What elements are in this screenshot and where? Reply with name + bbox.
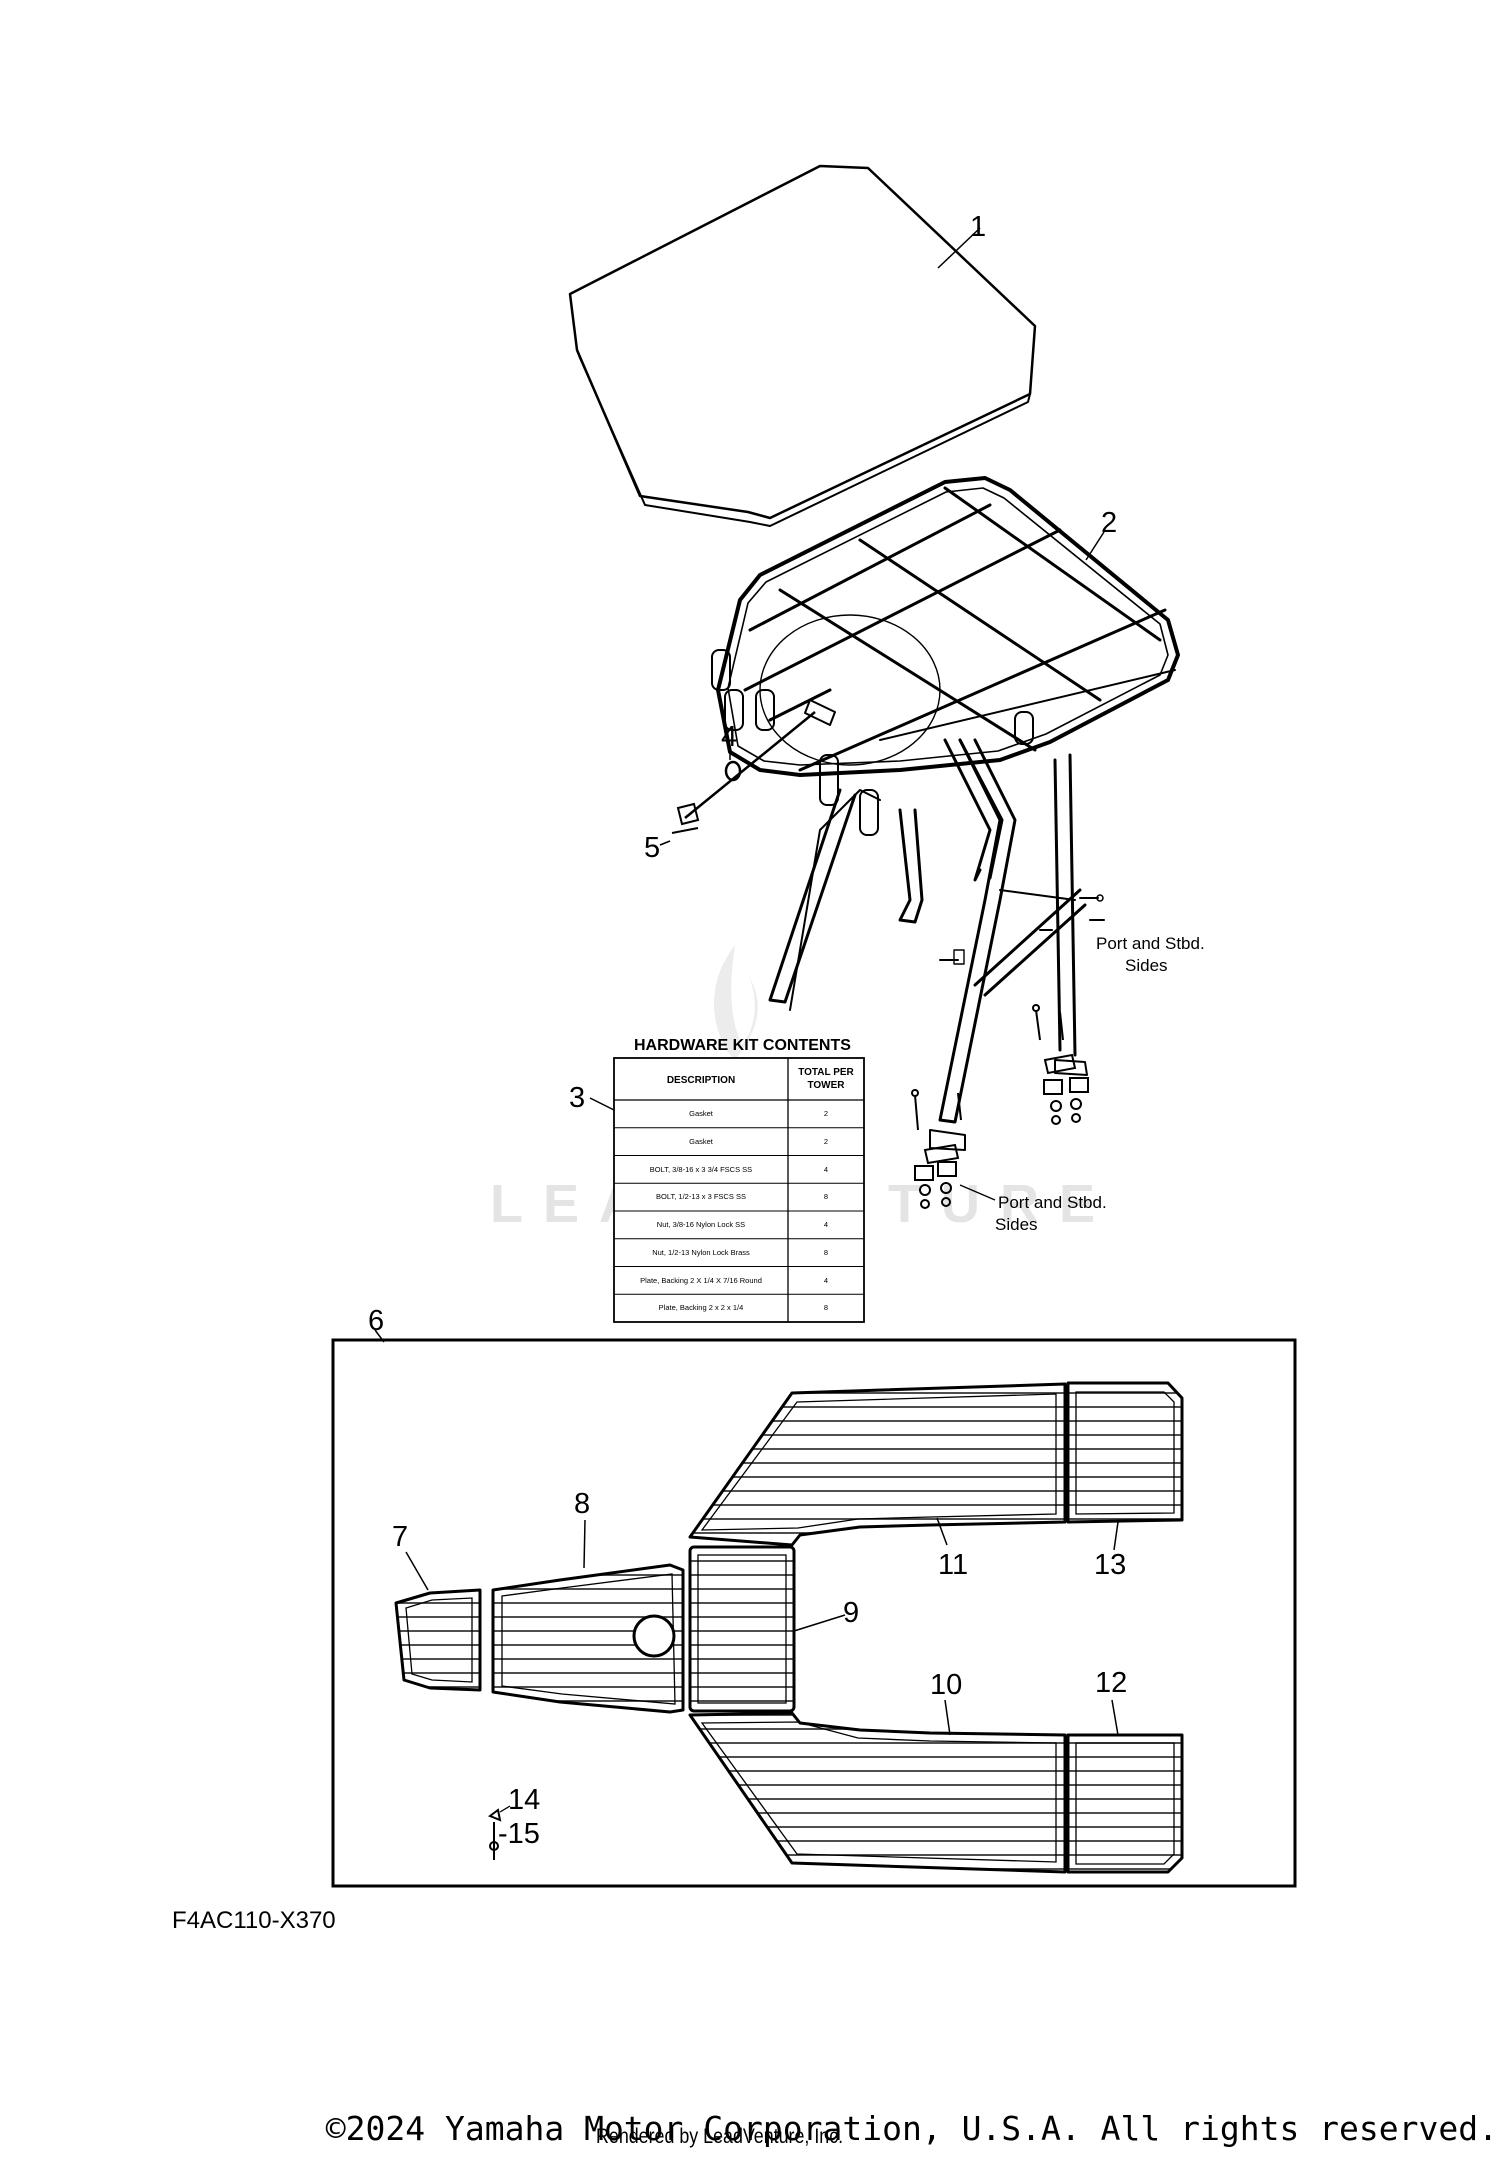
hardware-row-description: Nut, 3/8-16 Nylon Lock SS [657,1220,745,1229]
hardware-kit-title: HARDWARE KIT CONTENTS [634,1037,851,1054]
callout-1: 1 [970,211,986,243]
callout-9: 9 [843,1597,859,1629]
note-port-stbd-lower-line2: Sides [995,1215,1038,1234]
figure-code: F4AC110-X370 [172,1907,336,1934]
part-9-center-mat[interactable] [688,1545,796,1713]
callout-11: 11 [938,1549,968,1581]
hardware-row-description: Plate, Backing 2 x 2 x 1/4 [659,1303,744,1312]
hardware-col-total-line2: TOWER [807,1080,845,1091]
leg-base-hardware [911,1004,1089,1209]
callout-3: 3 [569,1082,585,1114]
hardware-row-qty: 2 [824,1137,828,1146]
hardware-row-qty: 8 [824,1248,828,1257]
hardware-col-description: DESCRIPTION [667,1075,735,1086]
part-5-backing-plate[interactable] [671,802,700,834]
callout-6: 6 [368,1305,384,1337]
rendered-by-credit: Rendered by LeadVenture, Inc. [596,2125,844,2148]
note-port-stbd-lower-line1: Port and Stbd. [998,1193,1107,1212]
hardware-col-total-line1: TOTAL PER [798,1067,854,1078]
note-port-stbd-upper-line1: Port and Stbd. [1096,934,1205,953]
part-13-upper-stern-mat[interactable] [1066,1381,1184,1524]
part-6-mat-kit-frame[interactable] [331,1338,1297,1888]
callout-13: 13 [1094,1549,1126,1581]
hardware-row-qty: 4 [824,1276,828,1285]
callout-7: 7 [392,1521,408,1553]
hardware-row-qty: 8 [824,1303,828,1312]
part-2-tower-frame[interactable] [711,476,1180,1151]
callout-2: 2 [1101,507,1117,539]
note-port-stbd-upper-line2: Sides [1125,956,1168,975]
hardware-row-description: Plate, Backing 2 X 1/4 X 7/16 Round [640,1276,762,1285]
callout-4: 4 [721,721,737,753]
part-7-bow-mat[interactable] [394,1588,482,1692]
callout-15: -15 [498,1818,540,1850]
part-1-bimini-top[interactable] [568,164,1037,527]
part-11-upper-side-mat[interactable] [688,1382,1067,1547]
part-8-bow-front-mat[interactable] [491,1563,685,1714]
callout-8: 8 [574,1488,590,1520]
callout-14: 14 [508,1784,540,1816]
callout-10: 10 [930,1669,962,1701]
hardware-row-description: Nut, 1/2-13 Nylon Lock Brass [652,1248,750,1257]
part-12-lower-stern-mat[interactable] [1066,1733,1184,1874]
hardware-row-description: BOLT, 3/8-16 x 3 3/4 FSCS SS [650,1165,752,1174]
hardware-row-description: Gasket [689,1109,714,1118]
part-10-lower-side-mat[interactable] [688,1711,1067,1874]
copyright-text: ©2024 Yamaha Motor Corporation, U.S.A. A… [325,2109,1498,2148]
hardware-row-qty: 2 [824,1109,828,1118]
hardware-row-description: Gasket [689,1137,714,1146]
part-3-hardware-kit-table[interactable]: HARDWARE KIT CONTENTS DESCRIPTION TOTAL … [613,1037,865,1323]
callout-12: 12 [1095,1667,1127,1699]
hardware-row-qty: 8 [824,1192,828,1201]
copyright-notice: ©2024 Yamaha Motor Corporation, U.S.A. A… [0,2109,1500,2148]
part-14-15-fasteners[interactable] [487,1808,502,1860]
part-4-nut[interactable] [684,711,816,819]
callout-5: 5 [644,832,660,864]
hardware-row-qty: 4 [824,1165,828,1174]
hardware-row-qty: 4 [824,1220,828,1229]
hardware-row-description: BOLT, 1/2-13 x 3 FSCS SS [656,1192,746,1201]
